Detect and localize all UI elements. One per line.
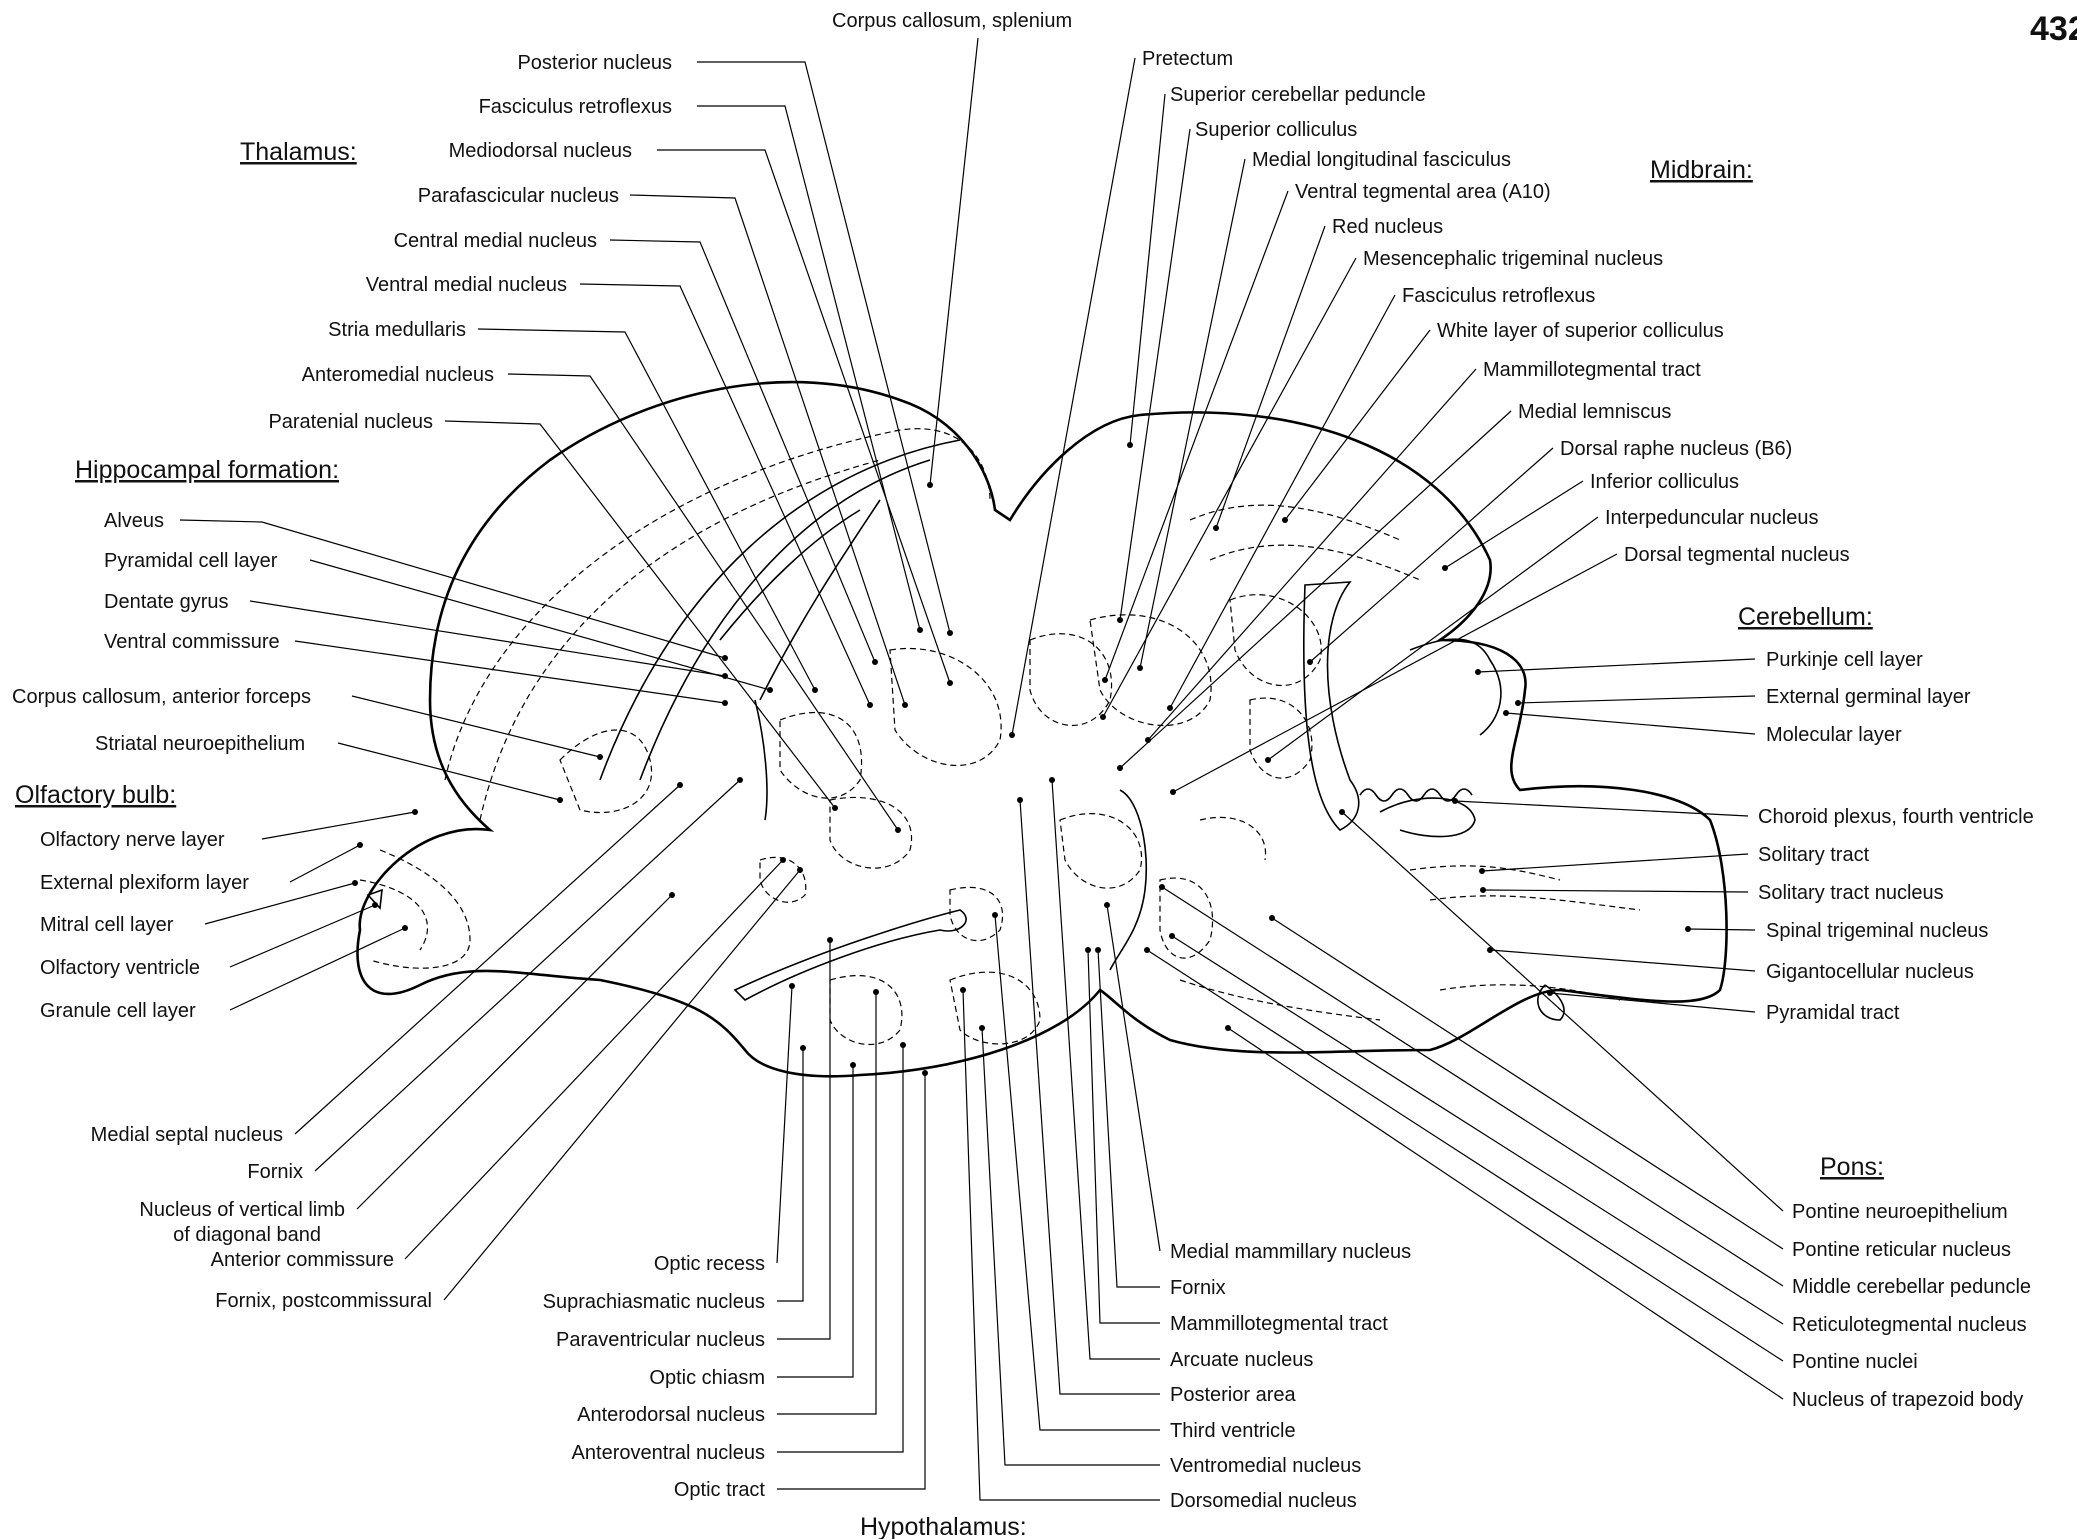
hypothalamus-right-labels: Medial mammillary nucleus Fornix Mammill… xyxy=(960,777,1411,1512)
label-pyramidal-cell-layer: Pyramidal cell layer xyxy=(104,550,278,572)
label-optic-chiasm: Optic chiasm xyxy=(649,1367,765,1389)
label-external-plexiform-layer: External plexiform layer xyxy=(40,872,249,894)
label-dentate-gyrus: Dentate gyrus xyxy=(104,591,229,613)
label-dorsal-tegmental-nucleus: Dorsal tegmental nucleus xyxy=(1624,544,1850,566)
label-white-layer-superior-colliculus: White layer of superior colliculus xyxy=(1437,320,1724,342)
label-anterodorsal-nucleus: Anterodorsal nucleus xyxy=(577,1404,765,1426)
brain-outline xyxy=(356,380,1728,1078)
label-purkinje-cell-layer: Purkinje cell layer xyxy=(1766,649,1923,671)
label-posterior-area: Posterior area xyxy=(1170,1384,1296,1406)
label-solitary-tract-nucleus: Solitary tract nucleus xyxy=(1758,882,1944,904)
label-fornix-hypothalamus: Fornix xyxy=(1170,1277,1226,1299)
right-mid-labels: Choroid plexus, fourth ventricle Solitar… xyxy=(1452,798,2034,1024)
label-choroid-plexus-fourth-ventricle: Choroid plexus, fourth ventricle xyxy=(1758,806,2034,828)
label-pretectum: Pretectum xyxy=(1142,48,1233,70)
label-ventral-tegmental-area: Ventral tegmental area (A10) xyxy=(1295,181,1551,203)
label-parafascicular-nucleus: Parafascicular nucleus xyxy=(418,185,619,207)
header-cerebellum: Cerebellum: xyxy=(1738,603,1873,631)
label-paratenial-nucleus: Paratenial nucleus xyxy=(268,411,433,433)
label-olfactory-ventricle: Olfactory ventricle xyxy=(40,957,200,979)
label-medial-longitudinal-fasciculus: Medial longitudinal fasciculus xyxy=(1252,149,1511,171)
header-hippocampal-formation: Hippocampal formation: xyxy=(75,456,339,484)
header-hypothalamus: Hypothalamus: xyxy=(860,1513,1027,1539)
label-arcuate-nucleus: Arcuate nucleus xyxy=(1170,1349,1313,1371)
label-stria-medullaris: Stria medullaris xyxy=(328,319,466,341)
label-suprachiasmatic-nucleus: Suprachiasmatic nucleus xyxy=(543,1291,765,1313)
label-fasciculus-retroflexus-thal: Fasciculus retroflexus xyxy=(479,96,672,118)
cerebellum-labels: Purkinje cell layer External germinal la… xyxy=(1475,649,1971,746)
label-dorsomedial-nucleus: Dorsomedial nucleus xyxy=(1170,1490,1357,1512)
internal-regions xyxy=(359,428,1641,1045)
label-ventral-commissure: Ventral commissure xyxy=(104,631,280,653)
label-external-germinal-layer: External germinal layer xyxy=(1766,686,1971,708)
label-mesencephalic-trigeminal-nucleus: Mesencephalic trigeminal nucleus xyxy=(1363,248,1663,270)
choroid-plexus-drawing xyxy=(1359,788,1473,802)
label-solitary-tract: Solitary tract xyxy=(1758,844,1870,866)
label-superior-cerebellar-peduncle: Superior cerebellar peduncle xyxy=(1170,84,1426,106)
midbrain-labels: Pretectum Superior cerebellar peduncle S… xyxy=(1009,48,1850,795)
label-ventral-medial-nucleus: Ventral medial nucleus xyxy=(366,274,567,296)
label-fornix-left: Fornix xyxy=(247,1161,303,1183)
label-pontine-neuroepithelium: Pontine neuroepithelium xyxy=(1792,1201,2008,1223)
label-interpeduncular-nucleus: Interpeduncular nucleus xyxy=(1605,507,1818,529)
label-medial-mammillary-nucleus: Medial mammillary nucleus xyxy=(1170,1241,1411,1263)
label-optic-recess: Optic recess xyxy=(654,1253,765,1275)
header-pons: Pons: xyxy=(1820,1153,1884,1181)
label-pontine-reticular-nucleus: Pontine reticular nucleus xyxy=(1792,1239,2011,1261)
label-anteromedial-nucleus: Anteromedial nucleus xyxy=(302,364,494,386)
label-central-medial-nucleus: Central medial nucleus xyxy=(394,230,597,252)
label-medial-septal-nucleus: Medial septal nucleus xyxy=(91,1124,283,1146)
olfactory-labels: Olfactory nerve layer External plexiform… xyxy=(40,809,418,1022)
left-lower-labels: Medial septal nucleus Fornix Nucleus of … xyxy=(91,777,803,1312)
label-spinal-trigeminal-nucleus: Spinal trigeminal nucleus xyxy=(1766,920,1988,942)
label-mammillotegmental-tract-mid: Mammillotegmental tract xyxy=(1483,359,1701,381)
hippocampal-labels: Alveus Pyramidal cell layer Dentate gyru… xyxy=(12,510,773,803)
label-optic-tract: Optic tract xyxy=(674,1479,766,1501)
label-nucleus-vertical-limb: Nucleus of vertical limb xyxy=(139,1199,345,1221)
pons-labels: Pontine neuroepithelium Pontine reticula… xyxy=(1144,809,2031,1411)
hypothalamus-left-labels: Optic recess Suprachiasmatic nucleus Par… xyxy=(543,937,928,1501)
thalamus-labels: Posterior nucleus Fasciculus retroflexus… xyxy=(268,52,953,833)
label-mediodorsal-nucleus: Mediodorsal nucleus xyxy=(449,140,632,162)
label-ventromedial-nucleus: Ventromedial nucleus xyxy=(1170,1455,1361,1477)
label-corpus-callosum-anterior-forceps: Corpus callosum, anterior forceps xyxy=(12,686,311,708)
page-number: 432 xyxy=(2030,10,2077,48)
label-superior-colliculus: Superior colliculus xyxy=(1195,119,1357,141)
label-molecular-layer: Molecular layer xyxy=(1766,724,1902,746)
label-pyramidal-tract: Pyramidal tract xyxy=(1766,1002,1900,1024)
label-middle-cerebellar-peduncle: Middle cerebellar peduncle xyxy=(1792,1276,2031,1298)
label-corpus-callosum-splenium: Corpus callosum, splenium xyxy=(832,10,1072,32)
label-gigantocellular-nucleus: Gigantocellular nucleus xyxy=(1766,961,1974,983)
label-dorsal-raphe-nucleus: Dorsal raphe nucleus (B6) xyxy=(1560,438,1792,460)
label-medial-lemniscus: Medial lemniscus xyxy=(1518,401,1671,423)
label-anteroventral-nucleus: Anteroventral nucleus xyxy=(572,1442,765,1464)
label-striatal-neuroepithelium: Striatal neuroepithelium xyxy=(95,733,305,755)
label-red-nucleus: Red nucleus xyxy=(1332,216,1443,238)
label-fasciculus-retroflexus-mid: Fasciculus retroflexus xyxy=(1402,285,1595,307)
header-olfactory-bulb: Olfactory bulb: xyxy=(15,781,176,809)
label-third-ventricle: Third ventricle xyxy=(1170,1420,1296,1442)
label-posterior-nucleus: Posterior nucleus xyxy=(517,52,672,74)
label-of-diagonal-band: of diagonal band xyxy=(173,1224,321,1246)
label-reticulotegmental-nucleus: Reticulotegmental nucleus xyxy=(1792,1314,2027,1336)
label-paraventricular-nucleus: Paraventricular nucleus xyxy=(556,1329,765,1351)
label-mammillotegmental-tract-hyp: Mammillotegmental tract xyxy=(1170,1313,1388,1335)
header-thalamus: Thalamus: xyxy=(240,138,357,166)
label-mitral-cell-layer: Mitral cell layer xyxy=(40,914,174,936)
label-nucleus-trapezoid-body: Nucleus of trapezoid body xyxy=(1792,1389,2023,1411)
label-inferior-colliculus: Inferior colliculus xyxy=(1590,471,1739,493)
label-alveus: Alveus xyxy=(104,510,164,532)
label-olfactory-nerve-layer: Olfactory nerve layer xyxy=(40,829,225,851)
label-granule-cell-layer: Granule cell layer xyxy=(40,1000,196,1022)
label-fornix-postcommissural: Fornix, postcommissural xyxy=(215,1290,432,1312)
label-anterior-commissure: Anterior commissure xyxy=(211,1249,394,1271)
label-pontine-nuclei: Pontine nuclei xyxy=(1792,1351,1918,1373)
header-midbrain: Midbrain: xyxy=(1650,156,1753,184)
